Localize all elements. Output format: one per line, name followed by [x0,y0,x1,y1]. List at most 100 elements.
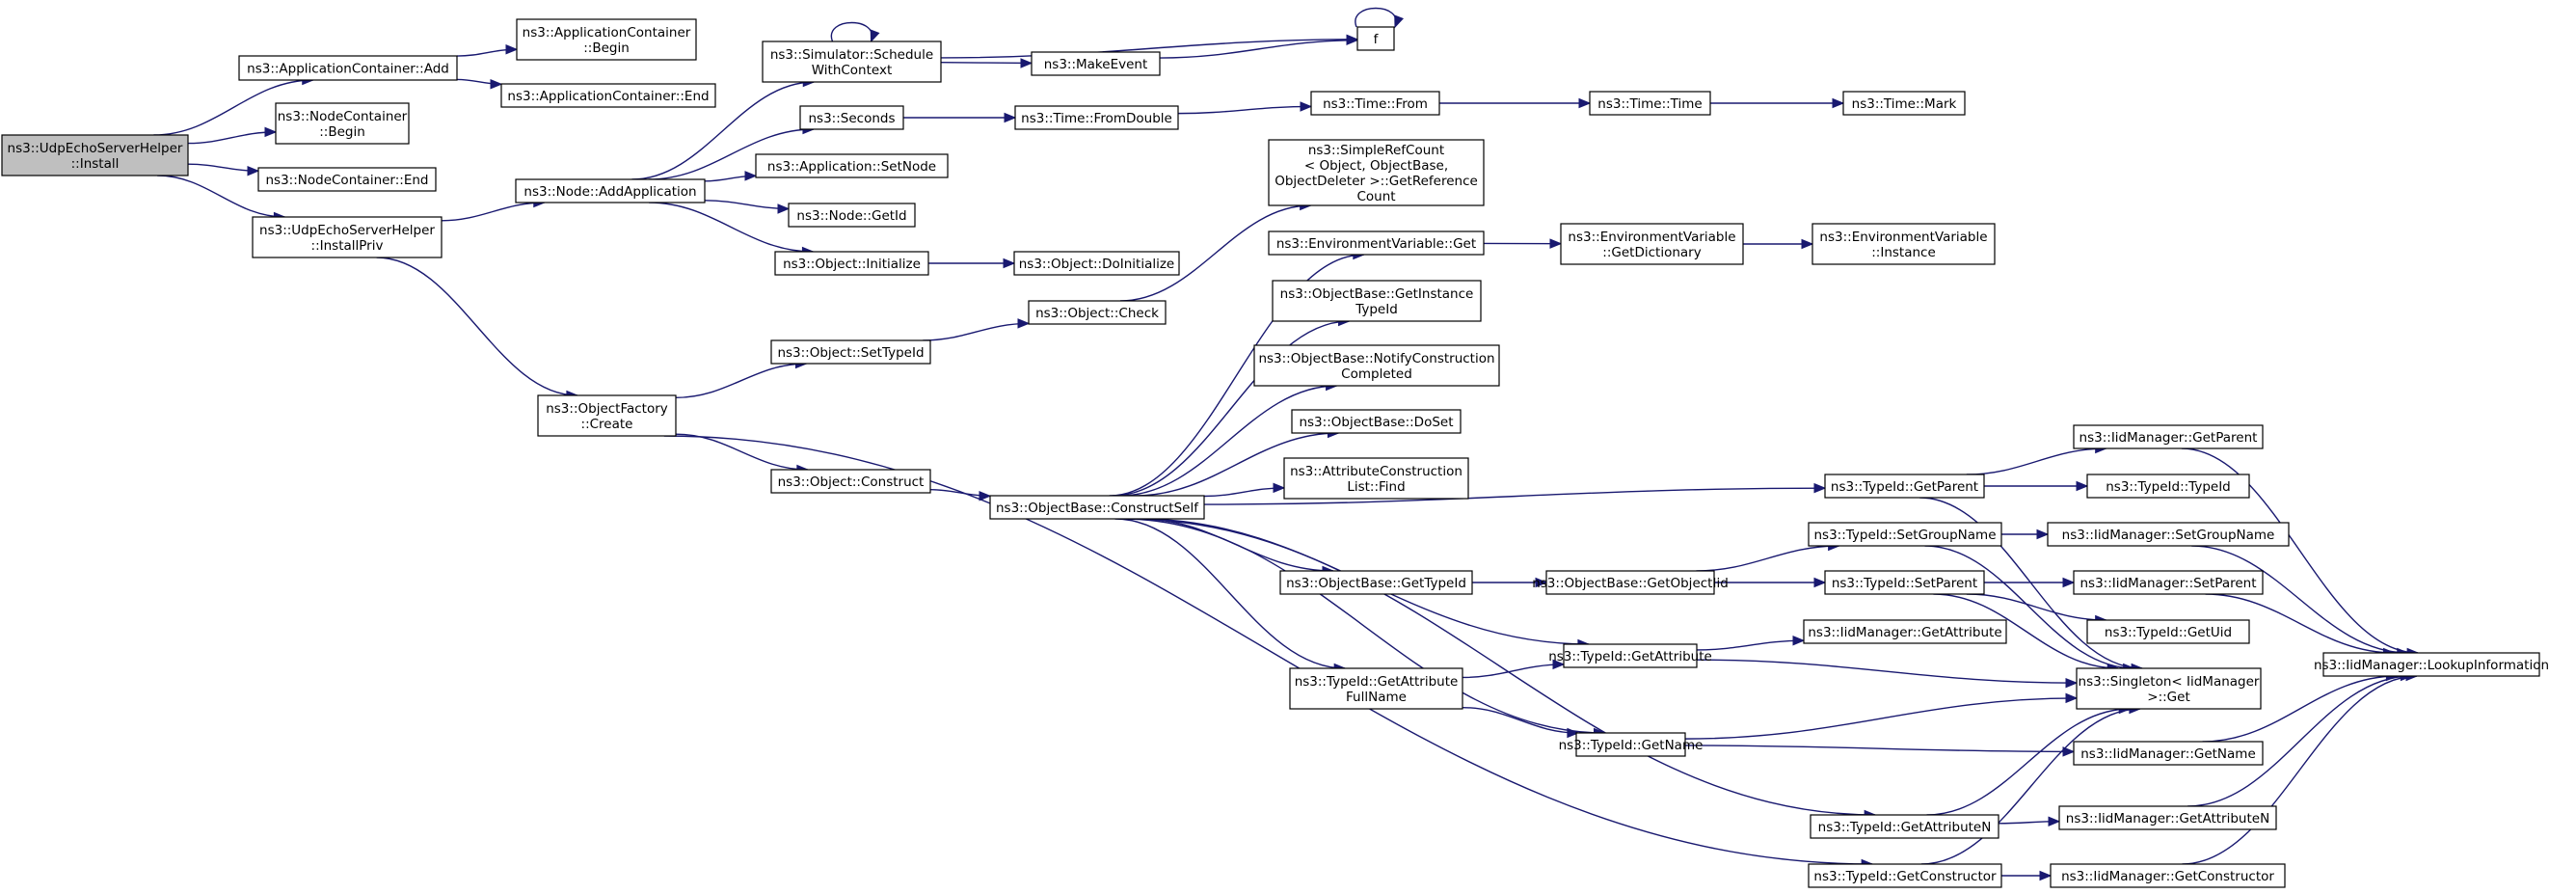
node-label: ns3::Node::AddApplication [523,184,696,200]
node-installPriv[interactable]: ns3::UdpEchoServerHelper::InstallPriv [252,216,443,258]
node-box [257,167,437,192]
node-label: ns3::Time::Mark [1852,96,1957,112]
edge-envDict-to-envInst [1743,238,1814,250]
edge-appAdd-to-appEnd [456,78,503,90]
node-box [1031,51,1161,76]
node-appAdd[interactable]: ns3::ApplicationContainer::Add [238,55,458,81]
node-label: ::Begin [319,124,365,140]
node-f[interactable]: f [1356,26,1395,51]
edge-root-to-ncBegin [187,126,278,145]
node-obGetTypeId[interactable]: ns3::ObjectBase::GetTypeId [1279,570,1473,595]
node-label: ns3::TypeId::SetParent [1832,576,1977,591]
node-imGetParent[interactable]: ns3::IidManager::GetParent [2073,424,2264,449]
node-imLookup[interactable]: ns3::IidManager::LookupInformation [2314,652,2549,677]
node-tidSetParent[interactable]: ns3::TypeId::SetParent [1824,570,1985,595]
node-objCheck[interactable]: ns3::Object::Check [1028,300,1167,325]
node-imSetParent[interactable]: ns3::IidManager::SetParent [2073,570,2264,595]
node-label: ns3::ObjectBase::GetTypeId [1286,576,1466,591]
node-root[interactable]: ns3::UdpEchoServerHelper::Install [1,134,189,176]
node-tidTypeId[interactable]: ns3::TypeId::TypeId [2086,474,2250,499]
node-tidSetGroup[interactable]: ns3::TypeId::SetGroupName [1808,522,2002,547]
node-imGetName[interactable]: ns3::IidManager::GetName [2073,741,2264,766]
node-label: ns3::Application::SetNode [767,159,936,175]
node-imGetAttr[interactable]: ns3::IidManager::GetAttribute [1803,619,2007,644]
node-getObjectIid[interactable]: ns3::ObjectBase::GetObjectIid [1532,570,1729,595]
node-getId[interactable]: ns3::Node::GetId [788,203,916,228]
node-box [799,105,904,130]
node-makeEvent[interactable]: ns3::MakeEvent [1031,51,1161,76]
node-label: ns3::IidManager::SetGroupName [2062,528,2275,543]
node-box [1013,251,1180,276]
node-timeFrom[interactable]: ns3::Time::From [1310,91,1440,116]
node-box [516,18,697,61]
node-timeMark[interactable]: ns3::Time::Mark [1842,91,1966,116]
node-label: ns3::UdpEchoServerHelper [8,141,183,156]
node-label: ns3::TypeId::SetGroupName [1813,528,1996,543]
node-envDict[interactable]: ns3::EnvironmentVariable::GetDictionary [1560,223,1744,265]
edge-tidGetParent-to-tidTypeId [1984,480,2089,492]
node-box [1808,522,2002,547]
node-box [500,83,716,108]
node-label: ns3::ObjectFactory [546,401,668,417]
node-box [2047,522,2290,547]
node-envGet[interactable]: ns3::EnvironmentVariable::Get [1268,230,1485,256]
node-addApp[interactable]: ns3::Node::AddApplication [515,178,706,203]
node-label: ns3::IidManager::GetName [2080,746,2256,762]
node-label: ns3::ObjectBase::DoSet [1299,415,1453,430]
node-setTypeId[interactable]: ns3::Object::SetTypeId [770,339,931,365]
node-imSetGroup[interactable]: ns3::IidManager::SetGroupName [2047,522,2290,547]
node-box [788,203,916,228]
node-timeTime[interactable]: ns3::Time::Time [1589,91,1711,116]
node-label: ns3::Object::Initialize [783,257,921,272]
node-tidGetCtor[interactable]: ns3::TypeId::GetConstructor [1808,863,2002,888]
node-box [2322,652,2540,677]
node-label: ns3::IidManager::GetConstructor [2061,869,2274,884]
edge-timeFrom-to-timeTime [1439,97,1592,109]
edge-tidSetGroup-to-singletonGet [1924,545,2135,674]
node-label: >::Get [2147,690,2189,705]
node-doInit[interactable]: ns3::Object::DoInitialize [1013,251,1180,276]
node-refCount[interactable]: ns3::SimpleRefCount< Object, ObjectBase,… [1268,139,1485,206]
edge-obGetTypeId-to-getObjectIid [1472,577,1548,588]
node-box [770,339,931,365]
node-tidGetParent[interactable]: ns3::TypeId::GetParent [1824,474,1985,499]
node-notifyConstr[interactable]: ns3::ObjectBase::NotifyConstructionCompl… [1253,344,1500,387]
node-seconds[interactable]: ns3::Seconds [799,105,904,130]
node-envInst[interactable]: ns3::EnvironmentVariable::Instance [1811,223,1996,265]
node-fromDouble[interactable]: ns3::Time::FromDouble [1014,105,1179,130]
node-label: ns3::ObjectBase::GetInstance [1280,286,1474,302]
node-label: ns3::ObjectBase::NotifyConstruction [1258,351,1494,366]
node-appBegin[interactable]: ns3::ApplicationContainer::Begin [516,18,697,61]
node-tidGetName[interactable]: ns3::TypeId::GetName [1559,732,1704,757]
node-singletonGet[interactable]: ns3::Singleton< IidManager >::Get [2076,667,2262,710]
node-label: ns3::ApplicationContainer::Add [247,62,449,77]
node-box [2073,424,2264,449]
edge-getObjectIid-to-tidSetParent [1714,577,1827,588]
node-box [1283,457,1469,500]
node-box [275,102,410,145]
node-label: ::Begin [583,41,630,56]
node-box [1545,570,1715,595]
node-constructSelf[interactable]: ns3::ObjectBase::ConstructSelf [989,495,1205,520]
node-doSet[interactable]: ns3::ObjectBase::DoSet [1291,409,1462,434]
node-tidGetAttrN[interactable]: ns3::TypeId::GetAttributeN [1810,814,1999,839]
node-tidGetAttr[interactable]: ns3::TypeId::GetAttribute [1548,643,1712,668]
node-ncEnd[interactable]: ns3::NodeContainer::End [257,167,437,192]
node-imGetCtor[interactable]: ns3::IidManager::GetConstructor [2050,863,2286,888]
node-setNode[interactable]: ns3::Application::SetNode [755,153,949,178]
node-appEnd[interactable]: ns3::ApplicationContainer::End [500,83,716,108]
node-factoryCreate[interactable]: ns3::ObjectFactory::Create [537,394,677,437]
node-objInit[interactable]: ns3::Object::Initialize [774,251,929,276]
node-label: ns3::TypeId::GetParent [1831,479,1978,495]
node-ncBegin[interactable]: ns3::NodeContainer::Begin [275,102,410,145]
node-imGetAttrN[interactable]: ns3::IidManager::GetAttributeN [2058,805,2277,830]
node-tidGetUid[interactable]: ns3::TypeId::GetUid [2086,619,2250,644]
node-label: ns3::TypeId::GetUid [2105,625,2232,640]
node-label: ns3::IidManager::LookupInformation [2314,658,2549,673]
node-objConstruct[interactable]: ns3::Object::Construct [770,469,931,494]
node-box [537,394,677,437]
